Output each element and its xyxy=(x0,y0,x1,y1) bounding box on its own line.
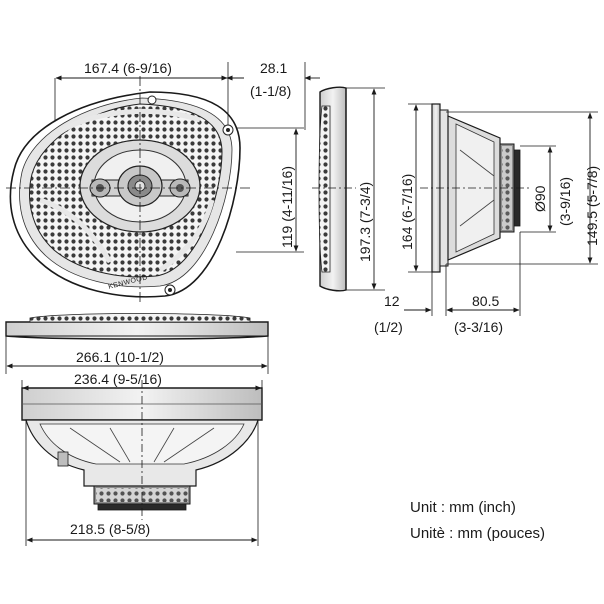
dim-flange-height: 149.5 (5-7/8) xyxy=(446,111,600,265)
dim-basket-height: 164 (6-7/16) xyxy=(399,103,434,273)
dim-basket-width-label: 218.5 (8-5/8) xyxy=(70,521,150,537)
dim-basket-height-label: 164 (6-7/16) xyxy=(399,174,415,250)
dim-basket-width: 218.5 (8-5/8) xyxy=(25,420,259,546)
side-view xyxy=(420,103,530,273)
dim-grille-height: 119 (4-11/16) xyxy=(236,127,304,253)
dim-magnet-dia-label: Ø90 xyxy=(532,185,548,212)
dim-magnet-dia-in: (3-9/16) xyxy=(557,177,573,226)
dim-depth-mount-in: (1-1/8) xyxy=(250,83,291,99)
dim-flange-thickness-in: (1/2) xyxy=(374,319,403,335)
side-profile xyxy=(312,86,356,292)
dim-flange-thickness: 12 (1/2) xyxy=(374,264,466,335)
dim-top-width: 167.4 (6-9/16) xyxy=(54,60,229,125)
front-view: KENWOOD xyxy=(6,76,250,304)
dim-depth-mount-mm: 28.1 xyxy=(260,60,287,76)
dim-flange-thickness-mm: 12 xyxy=(384,293,400,309)
dim-top-width-label: 167.4 (6-9/16) xyxy=(84,60,172,76)
unit-label-en: Unit : mm (inch) xyxy=(410,499,516,516)
dim-grille-height-label: 119 (4-11/16) xyxy=(279,166,295,248)
top-profile xyxy=(5,313,269,340)
dim-depth-mount: 28.1 (1-1/8) xyxy=(226,60,320,130)
dim-cutout-width-label: 236.4 (9-5/16) xyxy=(74,371,162,387)
dim-magnet-dia: Ø90 (3-9/16) xyxy=(520,145,573,233)
dim-overall-height: 197.3 (7-3/4) xyxy=(346,87,385,291)
dim-mount-depth: 80.5 (3-3/16) xyxy=(446,232,521,335)
dim-mount-depth-mm: 80.5 xyxy=(472,293,499,309)
dim-cutout-width: 236.4 (9-5/16) xyxy=(21,371,263,396)
dim-overall-width: 266.1 (10-1/2) xyxy=(5,336,269,374)
unit-label-fr: Unitè : mm (pouces) xyxy=(410,525,545,542)
dim-overall-width-label: 266.1 (10-1/2) xyxy=(76,349,164,365)
bottom-view xyxy=(21,380,263,520)
dim-mount-depth-in: (3-3/16) xyxy=(454,319,503,335)
dim-overall-height-label: 197.3 (7-3/4) xyxy=(357,182,373,262)
dim-flange-height-label: 149.5 (5-7/8) xyxy=(584,166,600,246)
